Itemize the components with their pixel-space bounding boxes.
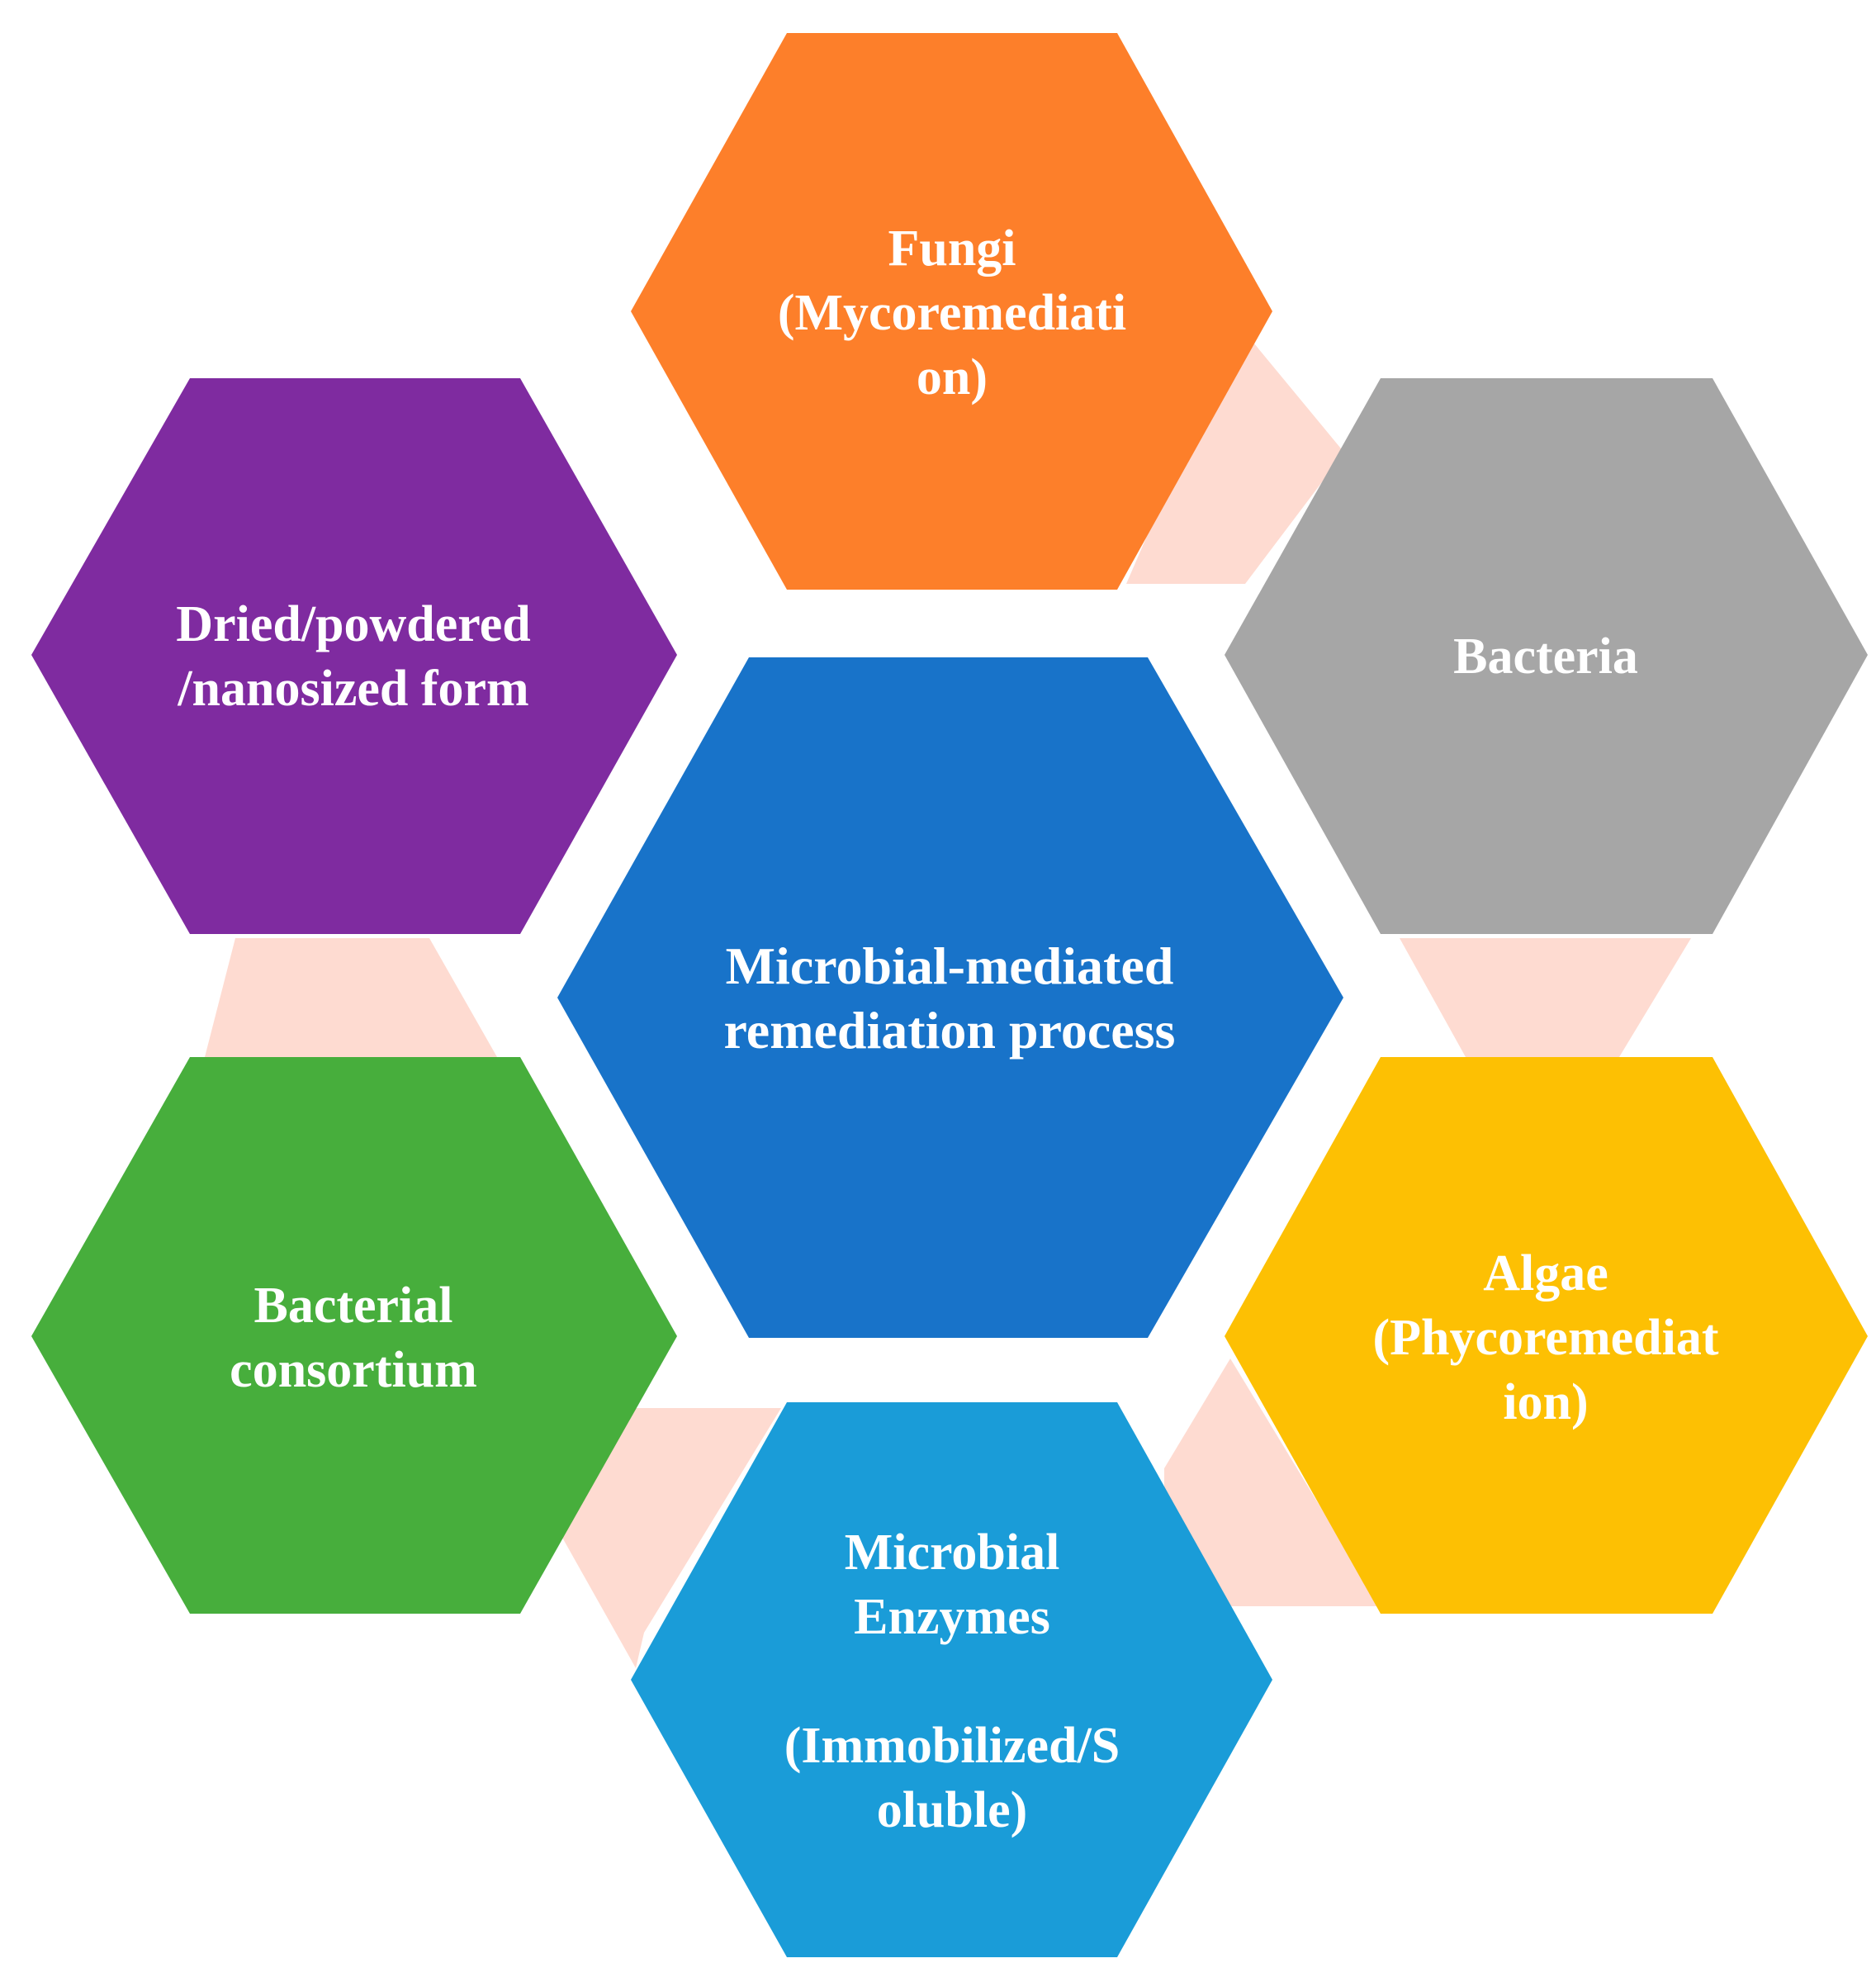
label-line: Microbial-mediated <box>726 936 1174 995</box>
label-line: (Phycoremediat <box>1373 1310 1719 1366</box>
label-line: Bacteria <box>1453 628 1638 685</box>
hexagon-fungi <box>631 33 1272 590</box>
label-line: Dried/powdered <box>176 596 530 652</box>
connector-algae-enzymes <box>1164 1358 1381 1606</box>
connector-fungi-bacteria <box>1126 325 1344 584</box>
label-line: Enzymes <box>854 1589 1050 1645</box>
node-fungi: Fungi (Mycoremediati on) <box>631 33 1272 590</box>
label-line: on) <box>917 349 988 405</box>
label-line: /nanosized form <box>177 661 528 717</box>
hexagon-enzymes <box>631 1402 1272 1957</box>
node-algae: Algae (Phycoremediat ion) <box>1225 1057 1868 1614</box>
hexagon-dried <box>31 378 677 934</box>
connector-consortium-dried <box>205 938 497 1057</box>
label-center: Microbial-mediated remediation process <box>724 936 1176 1060</box>
label-bacteria: Bacteria <box>1453 628 1638 685</box>
label-line: oluble) <box>877 1782 1028 1838</box>
label-line: Fungi <box>888 220 1016 277</box>
label-line: (Immobilized/S <box>784 1718 1120 1774</box>
label-algae: Algae (Phycoremediat ion) <box>1373 1245 1719 1430</box>
connector-bacteria-algae <box>1400 938 1691 1057</box>
hexagon-center <box>557 657 1343 1338</box>
label-fungi: Fungi (Mycoremediati on) <box>778 220 1126 405</box>
hexagon-consortium <box>31 1057 677 1614</box>
label-line: Algae <box>1483 1245 1608 1302</box>
label-line: (Mycoremediati <box>778 285 1126 341</box>
connector-enzymes-consortium <box>560 1408 781 1668</box>
label-line: ion) <box>1503 1374 1588 1430</box>
hexagon-bacteria <box>1225 378 1868 934</box>
label-line: remediation process <box>724 1001 1176 1060</box>
node-consortium: Bacterial consortium <box>31 1057 677 1614</box>
node-dried: Dried/powdered/nanosized form <box>31 378 677 934</box>
node-bacteria: Bacteria <box>1225 378 1868 934</box>
node-center: Microbial-mediated remediation process <box>557 657 1343 1338</box>
label-line: Microbial <box>845 1524 1060 1581</box>
label-line: consortium <box>230 1342 477 1398</box>
label-dried: Dried/powdered/nanosized form <box>176 596 530 717</box>
hexagon-algae <box>1225 1057 1868 1614</box>
label-consortium: Bacterial consortium <box>230 1278 477 1398</box>
label-line: Bacterial <box>253 1278 452 1334</box>
